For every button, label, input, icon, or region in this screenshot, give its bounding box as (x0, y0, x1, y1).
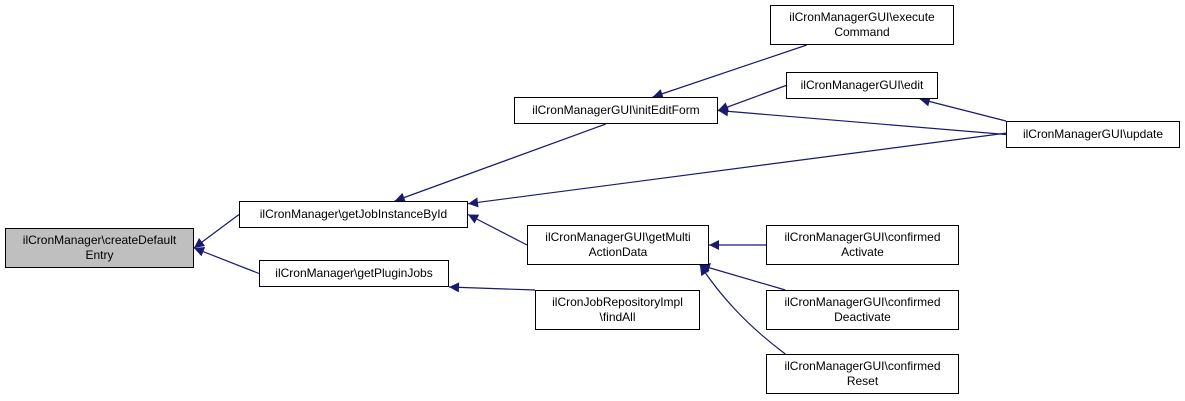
node-confirmed-deactivate-line1: ilCronManagerGUI\confirmed (784, 295, 941, 309)
edge-update-to-initEditForm (717, 106, 1007, 136)
node-get-multi-action-data-line2: ActionData (588, 245, 648, 259)
node-get-multi-action-data-line1: ilCronManagerGUI\getMulti (545, 230, 691, 244)
edge-findAll-to-getPluginJobs (448, 282, 536, 293)
node-init-edit-form[interactable]: ilCronManagerGUI\initEditForm (514, 97, 718, 124)
edge-getPluginJobs-to-root (193, 246, 260, 275)
edge-confirmedReset-to-getMultiActionData (699, 264, 786, 355)
node-get-plugin-jobs[interactable]: ilCronManager\getPluginJobs (259, 260, 449, 287)
node-execute-command-line1: ilCronManagerGUI\execute (789, 10, 935, 24)
edge-edit-to-initEditForm (717, 84, 787, 112)
node-confirmed-activate-line1: ilCronManagerGUI\confirmed (784, 230, 941, 244)
edge-executeCommand-to-initEditForm (652, 44, 807, 99)
node-update[interactable]: ilCronManagerGUI\update (1006, 121, 1180, 148)
node-find-all-line2: \findAll (599, 310, 636, 324)
node-confirmed-reset-line1: ilCronManagerGUI\confirmed (784, 359, 941, 373)
node-confirmed-activate[interactable]: ilCronManagerGUI\confirmed Activate (766, 225, 959, 265)
node-create-default-entry-line2: Entry (85, 248, 114, 262)
node-get-job-instance-by-id-label: ilCronManager\getJobInstanceById (259, 207, 448, 221)
edge-confirmedDeactivate-to-getMultiActionData (699, 263, 786, 291)
node-confirmed-deactivate[interactable]: ilCronManagerGUI\confirmed Deactivate (766, 290, 959, 330)
node-edit-label: ilCronManagerGUI\edit (800, 78, 924, 92)
node-init-edit-form-label: ilCronManagerGUI\initEditForm (532, 103, 700, 117)
edge-getJobInstanceById-to-root (193, 214, 240, 249)
node-confirmed-activate-line2: Activate (841, 245, 884, 259)
node-update-label: ilCronManagerGUI\update (1022, 127, 1164, 141)
node-create-default-entry-line1: ilCronManager\createDefault (22, 233, 177, 247)
node-execute-command[interactable]: ilCronManagerGUI\execute Command (770, 5, 954, 45)
node-edit[interactable]: ilCronManagerGUI\edit (786, 72, 938, 99)
node-get-multi-action-data[interactable]: ilCronManagerGUI\getMulti ActionData (527, 225, 709, 265)
node-confirmed-reset[interactable]: ilCronManagerGUI\confirmed Reset (766, 354, 959, 394)
node-execute-command-line2: Command (834, 25, 890, 39)
node-create-default-entry: ilCronManager\createDefault Entry (5, 228, 194, 268)
node-get-job-instance-by-id[interactable]: ilCronManager\getJobInstanceById (239, 201, 468, 228)
node-find-all-line1: ilCronJobRepositoryImpl (552, 295, 683, 309)
edge-getMultiActionData-to-getJobInstanceById (467, 213, 528, 246)
edge-initEditForm-to-getJobInstanceById (394, 123, 607, 203)
node-get-plugin-jobs-label: ilCronManager\getPluginJobs (275, 266, 433, 280)
node-confirmed-deactivate-line2: Deactivate (834, 310, 891, 324)
node-find-all[interactable]: ilCronJobRepositoryImpl \findAll (535, 290, 700, 330)
node-confirmed-reset-line2: Reset (846, 374, 879, 388)
edge-update-to-edit (919, 96, 1007, 122)
edge-update-to-getJobInstanceById (467, 132, 1007, 208)
